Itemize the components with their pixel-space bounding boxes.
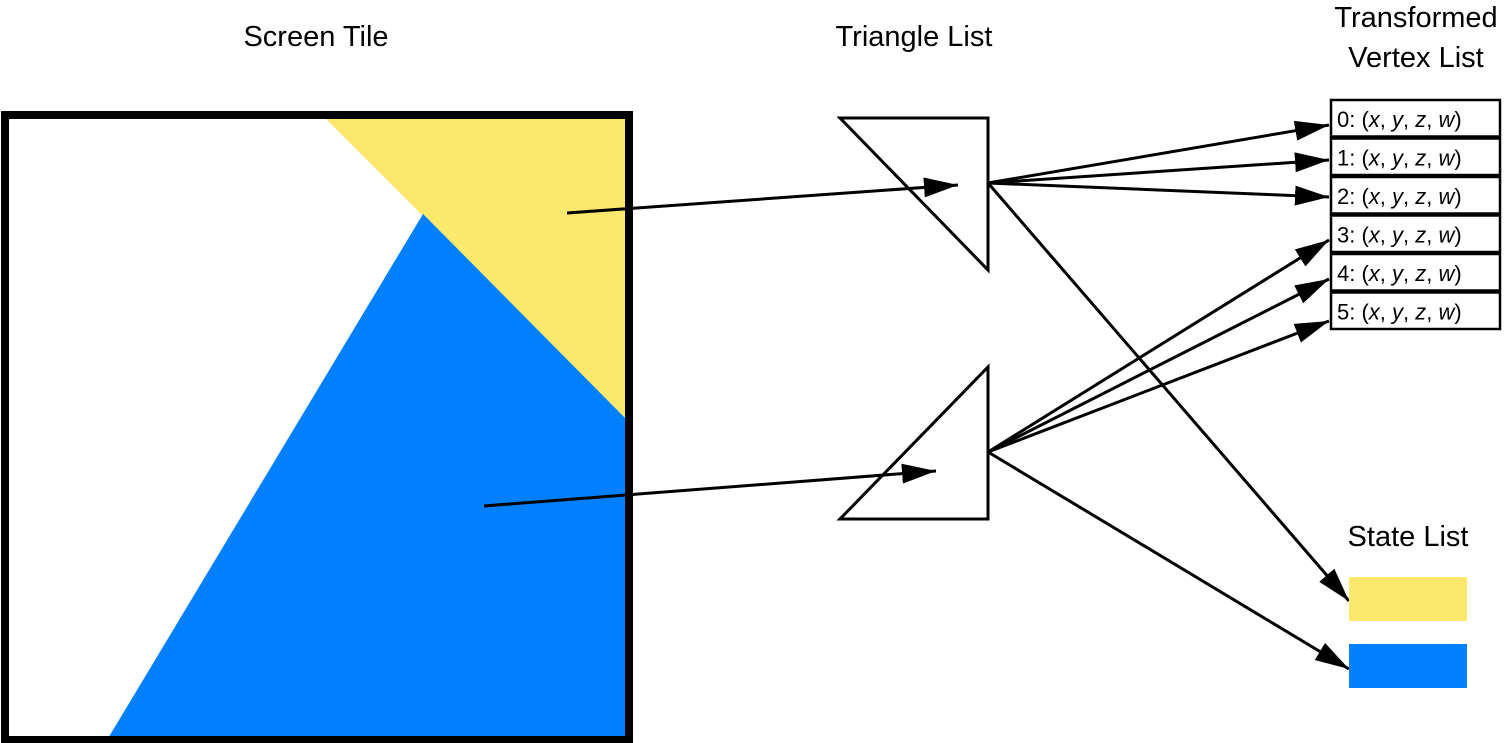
arrow-triangle-1-to-state-yellow (986, 182, 1351, 602)
vertex-entry-text: 5: (x, y, z, w) (1337, 300, 1462, 325)
arrow-triangle-2-to-state-blue (987, 450, 1350, 671)
vertex-entry-text: 0: (x, y, z, w) (1337, 107, 1462, 132)
arrow-triangle-1-to-vertex-2 (987, 181, 1330, 206)
screen-tile-title: Screen Tile (243, 21, 388, 53)
vertex-entry-text: 3: (x, y, z, w) (1337, 223, 1462, 248)
arrow-triangle-1-to-vertex-0 (987, 120, 1330, 185)
state-list-title: State List (1348, 521, 1469, 553)
triangle-list-title: Triangle List (836, 21, 993, 53)
arrow-tile-yellow-to-triangle-1 (566, 177, 959, 215)
vertex-entry-box (1329, 252, 1502, 292)
vertex-list-title-line1: Transformed (1334, 2, 1497, 34)
screen-tile-border (1, 111, 633, 743)
arrow-triangle-1-to-vertex-1 (987, 152, 1330, 185)
yellow-state-swatch (1349, 577, 1467, 621)
vertex-entry-text: 1: (x, y, z, w) (1337, 146, 1462, 171)
vertex-entry-box (1329, 98, 1502, 138)
vertex-entry-box (1329, 137, 1502, 177)
vertex-entry-box (1329, 291, 1502, 331)
triangle-entry-2 (836, 363, 990, 521)
screen-tile (1, 111, 633, 743)
arrow-tile-blue-to-triangle-2 (483, 463, 937, 508)
vertex-entry-box (1329, 175, 1502, 215)
arrow-triangle-2-to-vertex-5 (987, 319, 1330, 454)
vertex-entry-text: 2: (x, y, z, w) (1337, 184, 1462, 209)
blue-state-swatch (1349, 644, 1467, 688)
triangle-entry-1 (836, 116, 990, 274)
vertex-entry-text: 4: (x, y, z, w) (1337, 261, 1462, 286)
vertex-entry-box (1329, 214, 1502, 254)
transformed-vertex-list: 0: (x, y, z, w) 1: (x, y, z, w) 2: (x, y, … (1329, 98, 1502, 331)
blue-triangle-fragment (107, 214, 629, 740)
arrow-triangle-2-to-vertex-3 (987, 238, 1330, 454)
arrow-triangle-2-to-vertex-4 (987, 277, 1330, 454)
vertex-list-title-line2: Vertex List (1348, 42, 1483, 74)
state-list (1349, 577, 1467, 688)
